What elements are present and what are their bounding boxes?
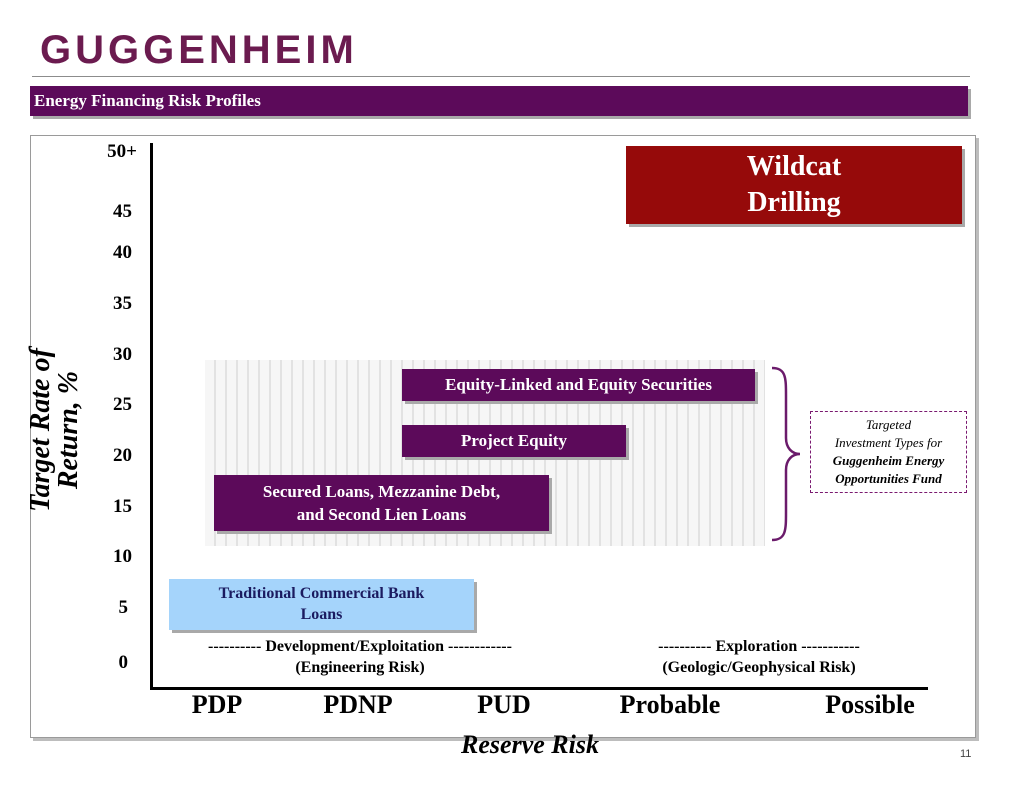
y-tick-40: 40 bbox=[113, 242, 132, 263]
targeted-investment-note: Targeted Investment Types for Guggenheim… bbox=[810, 411, 967, 493]
targeted-line-2: Investment Types for bbox=[834, 435, 943, 450]
secured-loans-line-2: and Second Lien Loans bbox=[296, 505, 467, 524]
guggenheim-logo: GUGGENHEIM bbox=[40, 28, 358, 72]
wildcat-drilling-box: Wildcat Drilling bbox=[626, 146, 962, 224]
bank-loans-box: Traditional Commercial Bank Loans bbox=[169, 579, 474, 630]
wildcat-line-2: Drilling bbox=[747, 187, 841, 218]
y-tick-0: 0 bbox=[118, 652, 129, 673]
secured-loans-box: Secured Loans, Mezzanine Debt, and Secon… bbox=[214, 475, 549, 531]
development-line-1: ---------- Development/Exploitation ----… bbox=[208, 638, 512, 655]
x-tick-pud: PUD bbox=[477, 690, 531, 719]
exploration-line-2: (Geologic/Geophysical Risk) bbox=[662, 659, 856, 676]
development-line-2: (Engineering Risk) bbox=[295, 659, 425, 676]
bank-loans-line-2: Loans bbox=[300, 605, 343, 623]
exploration-risk-note: ---------- Exploration ----------- (Geol… bbox=[620, 636, 898, 678]
header-divider bbox=[32, 76, 970, 77]
y-axis-line bbox=[150, 143, 153, 690]
secured-loans-line-1: Secured Loans, Mezzanine Debt, bbox=[262, 482, 501, 501]
y-tick-50plus: 50+ bbox=[107, 141, 137, 162]
page-number: 11 bbox=[960, 748, 972, 760]
targeted-line-1: Targeted bbox=[865, 417, 912, 432]
curly-brace-icon bbox=[771, 366, 801, 542]
equity-linked-box: Equity-Linked and Equity Securities bbox=[402, 369, 755, 401]
x-tick-pdp: PDP bbox=[191, 690, 243, 719]
y-axis-label: Target Rate of Return, % bbox=[25, 348, 84, 512]
y-tick-25: 25 bbox=[113, 394, 132, 415]
development-risk-note: ---------- Development/Exploitation ----… bbox=[180, 636, 540, 678]
targeted-line-3: Guggenheim Energy bbox=[832, 453, 945, 468]
exploration-line-1: ---------- Exploration ----------- bbox=[658, 638, 860, 655]
x-axis-line bbox=[150, 687, 928, 690]
bank-loans-line-1: Traditional Commercial Bank bbox=[218, 584, 425, 602]
x-tick-pdnp: PDNP bbox=[323, 690, 393, 719]
y-tick-10: 10 bbox=[113, 546, 132, 567]
y-tick-5: 5 bbox=[118, 597, 129, 618]
x-tick-probable: Probable bbox=[619, 690, 721, 719]
project-equity-box: Project Equity bbox=[402, 425, 626, 457]
slide-title: Energy Financing Risk Profiles bbox=[30, 86, 968, 116]
x-axis-label: Reserve Risk bbox=[461, 730, 599, 759]
y-tick-15: 15 bbox=[113, 496, 132, 517]
targeted-line-4: Opportunities Fund bbox=[835, 471, 942, 486]
wildcat-line-1: Wildcat bbox=[746, 150, 842, 182]
y-tick-45: 45 bbox=[113, 201, 132, 222]
y-tick-30: 30 bbox=[113, 344, 132, 365]
y-tick-20: 20 bbox=[113, 445, 132, 466]
x-tick-possible: Possible bbox=[825, 690, 915, 719]
y-tick-35: 35 bbox=[113, 293, 132, 314]
